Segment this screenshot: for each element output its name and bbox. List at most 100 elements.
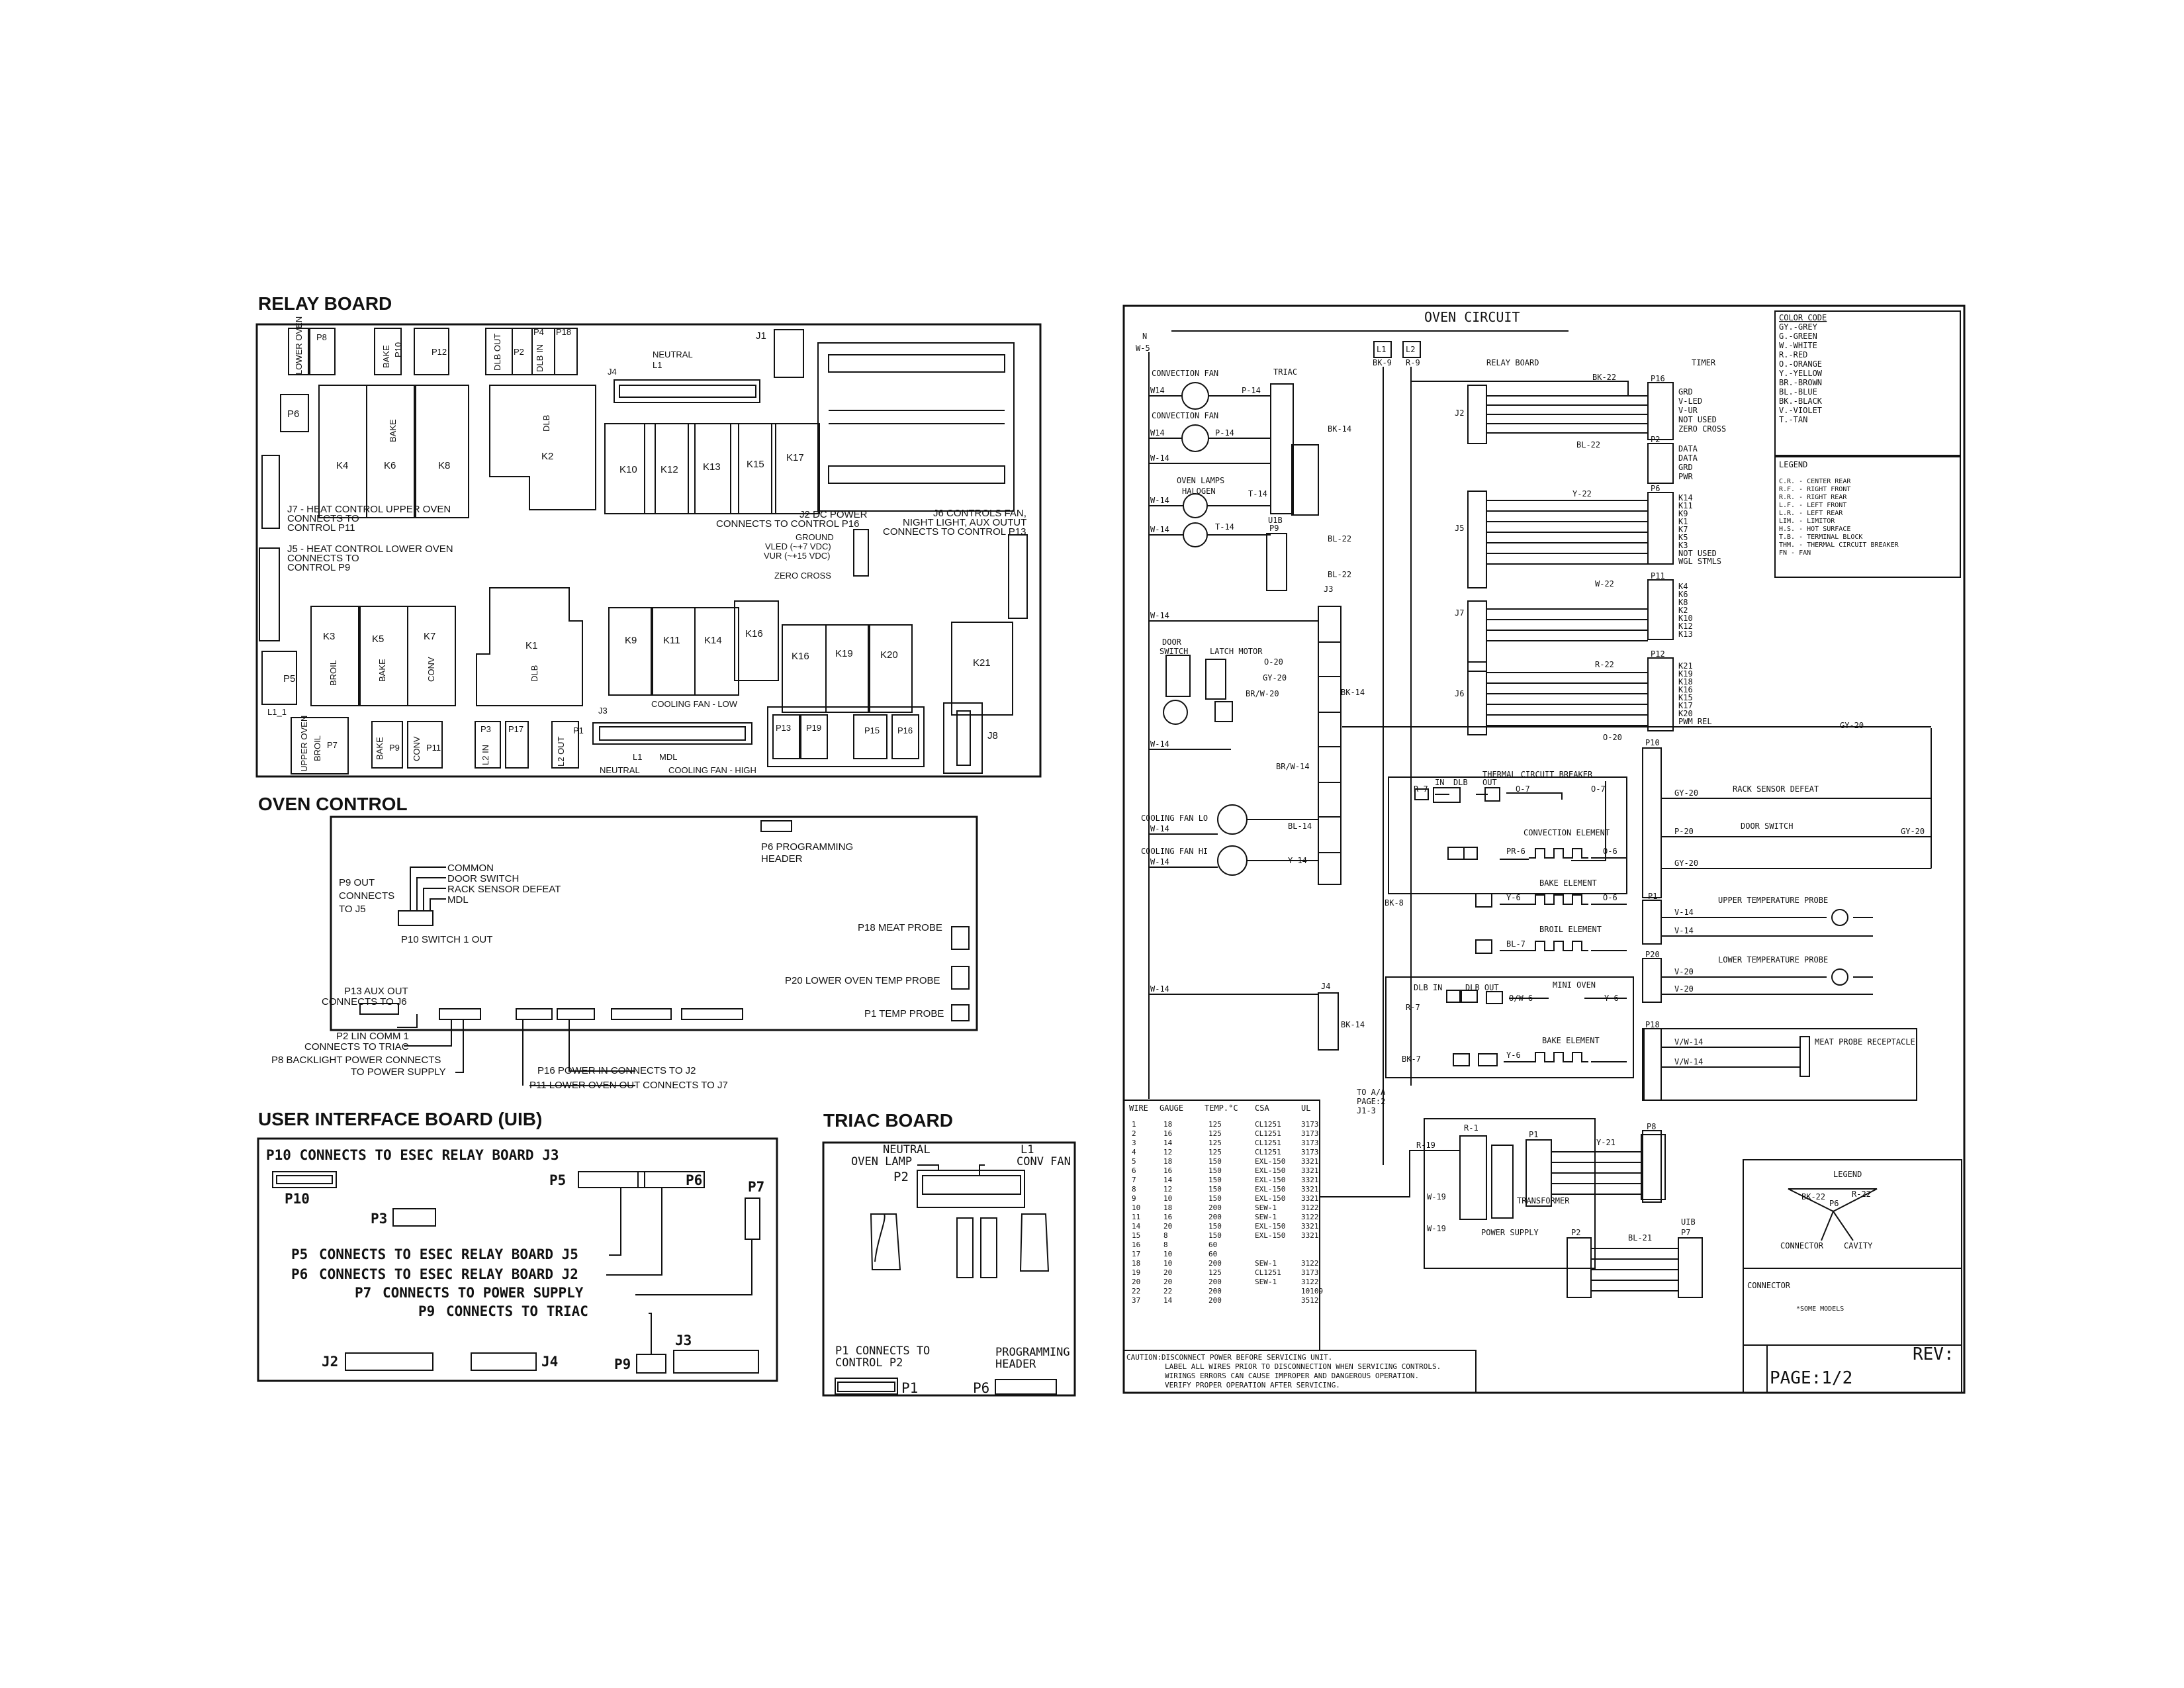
caution-3: VERIFY PROPER OPERATION AFTER SERVICING. xyxy=(1165,1381,1340,1389)
wire-table-cell: 150 xyxy=(1208,1185,1222,1194)
bot-j3: J3 xyxy=(598,706,608,716)
wl-8: W-14 xyxy=(1150,857,1169,867)
cc-7: BL.-BLUE xyxy=(1779,387,1817,397)
wire-table-cell: SEW-1 xyxy=(1255,1278,1277,1286)
wire-table-cell: 150 xyxy=(1208,1194,1222,1203)
circuit-relay-board: RELAY BOARD xyxy=(1486,358,1539,367)
oc-p8-2: TO POWER SUPPLY xyxy=(351,1066,446,1078)
oc-p11: P11 LOWER OVEN OUT CONNECTS TO J7 xyxy=(529,1080,728,1091)
wire-table-cell: 22 xyxy=(1163,1287,1172,1295)
wl-45: W-19 xyxy=(1427,1192,1446,1201)
wire-table-cell: 14 xyxy=(1132,1222,1141,1231)
p16-pin-0: GRD xyxy=(1678,387,1693,397)
circuit-elem-bake2: BAKE ELEMENT xyxy=(1542,1036,1600,1045)
triac-board xyxy=(822,1141,1076,1397)
relay-board xyxy=(255,323,1042,778)
wire-table-cell: 15 xyxy=(1132,1231,1140,1240)
triac-neutral-1: NEUTRAL xyxy=(883,1143,931,1156)
j5-note-1: J5 - HEAT CONTROL LOWER OVEN xyxy=(287,543,453,555)
wl-49: GY-20 xyxy=(1840,721,1864,730)
bot-bake: BAKE xyxy=(375,737,385,760)
lg-7: T.B. - TERMINAL BLOCK xyxy=(1779,534,1862,541)
bot-p11: P11 xyxy=(426,743,441,753)
oc-p2-2: CONNECTS TO TRIAC xyxy=(304,1041,409,1053)
j2-pin-zero: ZERO CROSS xyxy=(774,571,831,581)
j6-note-3: CONNECTS TO CONTROL P13 xyxy=(883,526,1026,538)
oc-p6-2: HEADER xyxy=(761,853,803,865)
tbl-head-wire: WIRE xyxy=(1129,1103,1148,1113)
triac-p1-note-2: CONTROL P2 xyxy=(835,1356,903,1370)
wl-43: Y-6 xyxy=(1506,1051,1521,1060)
wire-table-cell: EXL-150 xyxy=(1255,1157,1285,1166)
wire-table-cell: 10109 xyxy=(1301,1287,1323,1295)
bot-p9: P9 xyxy=(389,743,400,753)
wire-table-cell: 9 xyxy=(1132,1194,1136,1203)
cc-6: BR.-BROWN xyxy=(1779,378,1822,387)
wl-56: V-20 xyxy=(1674,967,1694,976)
tbl-head-csa: CSA xyxy=(1255,1103,1269,1113)
j7-note-3: CONTROL P11 xyxy=(287,522,355,534)
wire-table-cell: 18 xyxy=(1163,1157,1172,1166)
wl-28: Y-14 xyxy=(1288,856,1307,865)
relay-k16a: K16 xyxy=(745,628,763,639)
wl-61: TO A/A xyxy=(1357,1088,1386,1097)
lg-8: THM. - THERMAL CIRCUIT BREAKER xyxy=(1779,541,1899,549)
circuit-door-2: SWITCH xyxy=(1160,647,1188,656)
conn-p4-top: P4 xyxy=(533,327,544,337)
circuit-cool-lo: COOLING FAN LO xyxy=(1141,814,1208,823)
wl-63: J1-3 xyxy=(1357,1106,1376,1115)
wire-table-cell: 150 xyxy=(1208,1222,1222,1231)
uib-j4: J4 xyxy=(541,1354,558,1370)
wl-36: PR-6 xyxy=(1506,847,1525,856)
wl-30: BK-8 xyxy=(1385,898,1404,908)
p11-pin-6: K13 xyxy=(1678,630,1693,639)
wl-11: P-14 xyxy=(1215,428,1234,438)
conn-p8-top: P8 xyxy=(316,332,327,342)
j6-note-1: J6 CONTROLS FAN, xyxy=(933,508,1026,519)
wl-6: W-14 xyxy=(1150,739,1169,749)
circuit-in: IN xyxy=(1435,778,1444,787)
wire-table-cell: 20 xyxy=(1163,1222,1172,1231)
conn-j2: J2 xyxy=(1455,408,1464,418)
wire-table-cell: 60 xyxy=(1208,1241,1217,1249)
circuit-lower-probe: LOWER TEMPERATURE PROBE xyxy=(1718,955,1828,964)
lg-9: FN - FAN xyxy=(1779,549,1811,557)
circuit-lamps: OVEN LAMPS xyxy=(1177,476,1224,485)
circuit-power-supply: POWER SUPPLY xyxy=(1481,1228,1539,1237)
relay-k4: K4 xyxy=(336,460,348,471)
oc-p13-2: CONNECTS TO J6 xyxy=(322,996,407,1008)
circuit-elem-broil: BROIL ELEMENT xyxy=(1539,925,1602,934)
triac-prog-1: PROGRAMMING xyxy=(995,1346,1070,1359)
wl-42: Y-6 xyxy=(1604,994,1619,1003)
wire-table-cell: 11 xyxy=(1132,1213,1140,1221)
uib-p5: P5 xyxy=(549,1172,566,1188)
wire-table-cell: CL1251 xyxy=(1255,1139,1281,1147)
conn-p20: P20 xyxy=(1645,950,1660,959)
lg-1: R.F. - RIGHT FRONT xyxy=(1779,486,1850,493)
wire-table-cell: 125 xyxy=(1208,1129,1222,1138)
wl-15: BL-22 xyxy=(1328,534,1351,543)
wl-22: O-20 xyxy=(1264,657,1283,667)
wire-table-cell: EXL-150 xyxy=(1255,1176,1285,1184)
uib-p9-pin: P9 xyxy=(418,1303,435,1319)
wire-table-cell: SEW-1 xyxy=(1255,1213,1277,1221)
oc-p8-1: P8 BACKLIGHT POWER CONNECTS xyxy=(271,1055,441,1066)
wire-table-cell: 150 xyxy=(1208,1166,1222,1175)
p12-pin-0: K21 xyxy=(1678,661,1693,671)
circuit-rack: RACK SENSOR DEFEAT xyxy=(1733,784,1819,794)
wire-table-cell: EXL-150 xyxy=(1255,1166,1285,1175)
conn-p10-top: P10 xyxy=(393,342,403,357)
wl-16: BL-22 xyxy=(1328,570,1351,579)
p16-pin-3: NOT USED xyxy=(1678,415,1717,424)
relay-j4: J4 xyxy=(608,367,617,377)
circuit-meat-probe: MEAT PROBE RECEPTACLE xyxy=(1815,1037,1915,1047)
bot-broil: BROIL xyxy=(312,735,322,761)
circuit-l2: L2 xyxy=(1406,345,1415,354)
lg2-title: LEGEND xyxy=(1833,1170,1862,1179)
wire-table-cell: 200 xyxy=(1208,1296,1222,1305)
uib-title: USER INTERFACE BOARD (UIB) xyxy=(258,1109,542,1129)
relay-neutral: NEUTRAL xyxy=(653,350,693,359)
uib-p5-pin: P5 xyxy=(291,1246,308,1262)
p11-pin-3: K2 xyxy=(1678,606,1688,615)
j6-note-2: NIGHT LIGHT, AUX OUTUT xyxy=(903,517,1026,528)
